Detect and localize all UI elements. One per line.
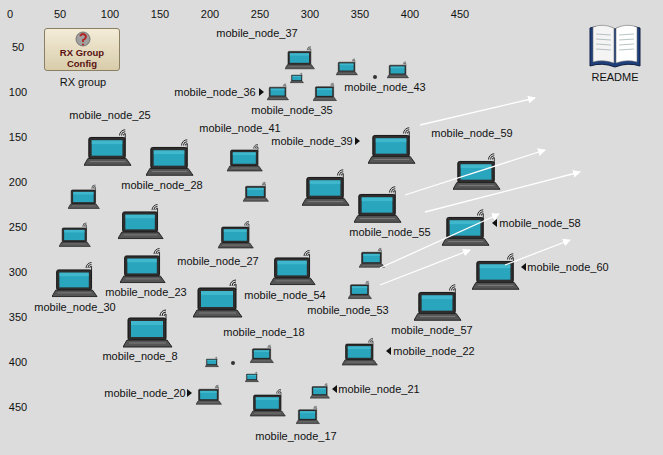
axis-tick: 50 xyxy=(12,41,24,54)
laptop-icon xyxy=(243,182,268,201)
laptop-icon xyxy=(342,338,377,365)
node-label: mobile_node_41 xyxy=(199,122,280,135)
laptop-icon xyxy=(193,280,242,317)
axis-tick: 100 xyxy=(9,86,27,99)
config-glyph xyxy=(45,29,121,49)
laptop-icon xyxy=(118,205,163,239)
node-label: mobile_node_23 xyxy=(105,286,186,299)
node-label: mobile_node_27 xyxy=(177,255,258,268)
laptop-icon xyxy=(387,62,409,78)
laptop-icon xyxy=(290,73,304,83)
laptop-icon xyxy=(285,47,314,69)
book-icon xyxy=(588,22,642,68)
laptop-icon xyxy=(59,223,90,247)
axis-tick: 250 xyxy=(251,8,269,21)
axis-tick: 350 xyxy=(9,311,27,324)
laptop-icon xyxy=(250,345,274,363)
laptop-icon xyxy=(368,128,415,164)
node-label: mobile_node_57 xyxy=(391,324,472,337)
laptop-icon xyxy=(336,59,358,75)
laptop-icon xyxy=(414,285,461,321)
object-title: RX Group Config xyxy=(47,47,117,69)
object-label: README xyxy=(591,71,638,84)
laptop-icon xyxy=(296,406,320,424)
node-label: mobile_node_21 xyxy=(338,383,419,396)
laptop-icon xyxy=(442,210,489,246)
axis-tick: 100 xyxy=(101,8,119,21)
laptop-icon xyxy=(245,372,259,382)
node-label: mobile_node_58 xyxy=(499,217,580,230)
node-label: mobile_node_20 xyxy=(104,387,185,400)
node-label: mobile_node_30 xyxy=(34,301,115,314)
node-label: mobile_node_59 xyxy=(431,127,512,140)
node-label: mobile_node_8 xyxy=(102,350,177,363)
node-label: mobile_node_28 xyxy=(121,179,202,192)
node-label: mobile_node_54 xyxy=(244,289,325,302)
node-label: mobile_node_25 xyxy=(69,109,150,122)
laptop-icon xyxy=(205,357,219,367)
node-label: mobile_node_43 xyxy=(344,81,425,94)
axis-tick: 400 xyxy=(9,356,27,369)
node-label: mobile_node_37 xyxy=(216,27,297,40)
axis-tick: 300 xyxy=(9,266,27,279)
node-label: mobile_node_22 xyxy=(393,345,474,358)
laptop-icon xyxy=(313,83,337,101)
node-label: mobile_node_36 xyxy=(174,86,255,99)
laptop-icon xyxy=(250,389,285,416)
axis-tick: 0 xyxy=(7,8,13,21)
laptop-icon xyxy=(68,185,99,209)
laptop-icon xyxy=(218,221,253,248)
laptop-icon xyxy=(84,130,131,166)
laptop-icon xyxy=(270,251,315,285)
laptop-icon xyxy=(310,383,330,398)
laptop-icon xyxy=(123,310,172,347)
axis-tick: 50 xyxy=(54,8,66,21)
node-label: mobile_node_35 xyxy=(251,104,332,117)
laptop-icon xyxy=(52,263,97,297)
axis-tick: 200 xyxy=(201,8,219,21)
laptop-icon xyxy=(196,385,221,404)
laptop-icon xyxy=(472,254,519,290)
object-label: RX group xyxy=(60,76,106,89)
node-label: mobile_node_18 xyxy=(223,326,304,339)
node-label: mobile_node_39 xyxy=(271,135,352,148)
laptop-icon xyxy=(146,140,193,176)
node-label: mobile_node_60 xyxy=(527,261,608,274)
laptop-icon xyxy=(227,144,262,171)
laptop-icon xyxy=(302,170,349,206)
laptop-icon xyxy=(348,281,372,299)
laptop-icon xyxy=(359,248,384,267)
axis-tick: 450 xyxy=(9,401,27,414)
axis-tick: 450 xyxy=(451,8,469,21)
axis-tick: 150 xyxy=(9,131,27,144)
axis-tick: 250 xyxy=(9,221,27,234)
node-label: mobile_node_53 xyxy=(307,304,388,317)
node-label: mobile_node_55 xyxy=(349,226,430,239)
node-label: mobile_node_17 xyxy=(255,430,336,443)
config-object: RX Group ConfigRX group xyxy=(44,28,120,71)
axis-tick: 400 xyxy=(401,8,419,21)
laptop-icon xyxy=(120,249,165,283)
laptop-icon xyxy=(354,187,401,223)
axis-tick: 150 xyxy=(151,8,169,21)
axis-tick: 200 xyxy=(9,176,27,189)
axis-tick: 300 xyxy=(301,8,319,21)
laptop-icon xyxy=(267,84,289,100)
axis-tick: 350 xyxy=(351,8,369,21)
readme-object: README xyxy=(588,22,642,68)
